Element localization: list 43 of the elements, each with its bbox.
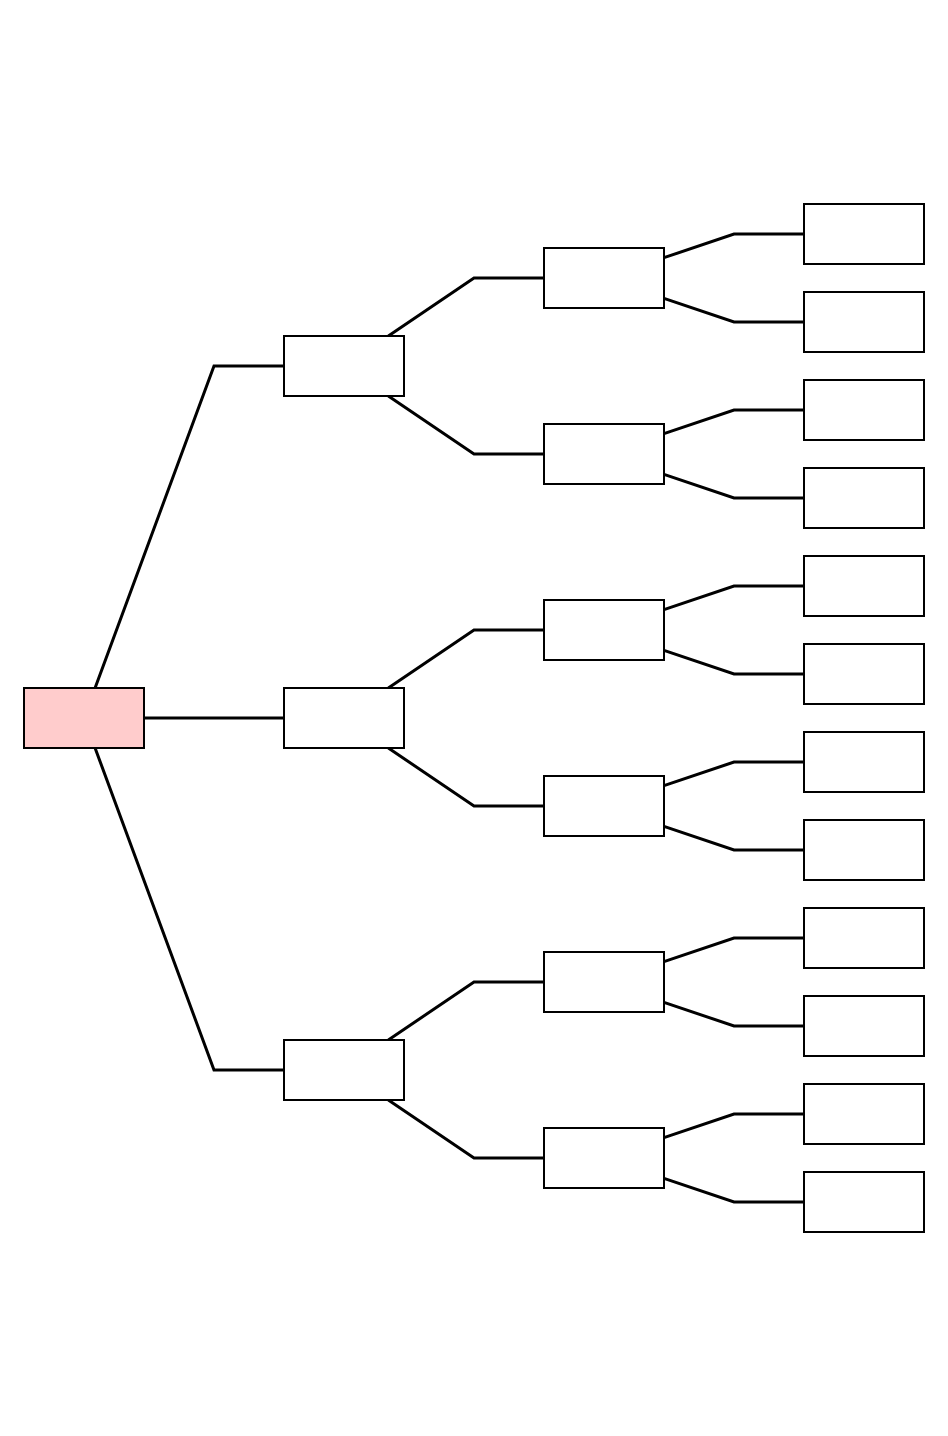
connector bbox=[663, 824, 804, 852]
node-box bbox=[543, 599, 665, 661]
node-box bbox=[543, 951, 665, 1013]
node-box bbox=[543, 247, 665, 309]
connector bbox=[663, 408, 804, 436]
connector bbox=[663, 296, 804, 324]
connector bbox=[144, 716, 284, 720]
connector bbox=[387, 980, 544, 1042]
node-box bbox=[543, 775, 665, 837]
node-box bbox=[803, 1083, 925, 1145]
node-box bbox=[543, 1127, 665, 1189]
node-box bbox=[803, 379, 925, 441]
connector bbox=[387, 628, 544, 690]
connector bbox=[93, 747, 284, 1072]
node-box bbox=[803, 995, 925, 1057]
connector bbox=[387, 746, 544, 808]
connector bbox=[663, 936, 804, 964]
node-box bbox=[803, 1171, 925, 1233]
node-box bbox=[803, 203, 925, 265]
node-box bbox=[283, 1039, 405, 1101]
node-box bbox=[803, 907, 925, 969]
node-box bbox=[283, 335, 405, 397]
connector bbox=[663, 584, 804, 612]
connector bbox=[387, 394, 544, 456]
node-box bbox=[803, 555, 925, 617]
connector bbox=[663, 1176, 804, 1204]
connector bbox=[663, 648, 804, 676]
connector bbox=[663, 1000, 804, 1028]
node-box bbox=[283, 687, 405, 749]
connector bbox=[663, 760, 804, 788]
node-box bbox=[803, 731, 925, 793]
node-box bbox=[543, 423, 665, 485]
connector bbox=[663, 232, 804, 260]
node-box bbox=[803, 819, 925, 881]
connector bbox=[663, 472, 804, 500]
connector bbox=[387, 276, 544, 338]
node-box bbox=[803, 643, 925, 705]
node-box bbox=[803, 291, 925, 353]
node-box bbox=[803, 467, 925, 529]
connector bbox=[387, 1098, 544, 1160]
node-box bbox=[23, 687, 145, 749]
connector bbox=[663, 1112, 804, 1140]
connector bbox=[93, 364, 284, 689]
